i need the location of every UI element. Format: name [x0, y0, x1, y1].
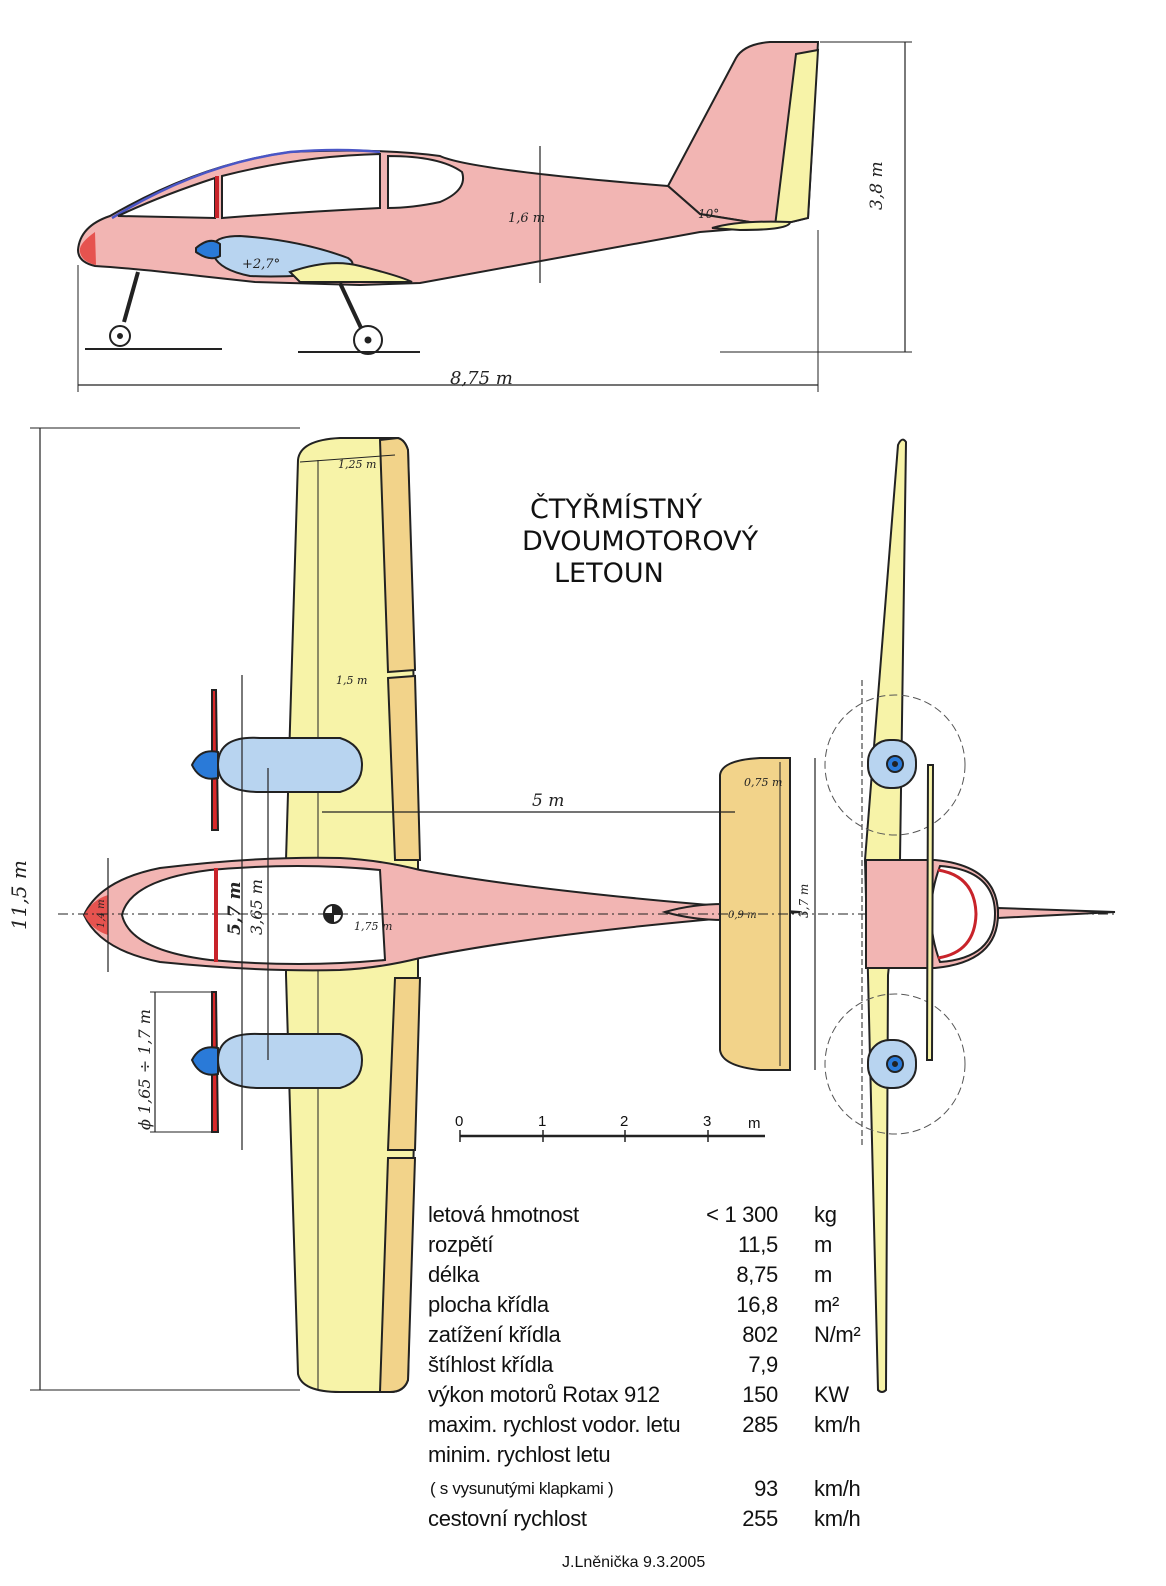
front-prop-disc-upper [824, 694, 966, 836]
top-canopy [120, 865, 387, 965]
title-line-1: ČTYŘMÍSTNÝ [530, 494, 703, 525]
top-spinner-upper [190, 750, 219, 780]
spec-value: 802 [742, 1322, 778, 1347]
side-window-middle [221, 152, 381, 220]
spec-value: 11,5 [738, 1232, 778, 1257]
spec-value: 7,9 [748, 1352, 778, 1377]
cabin-length-label: 3,65 m [247, 879, 266, 935]
spec-label: zatížení křídla [428, 1322, 561, 1347]
specs-table: letová hmotnost < 1 300 kg rozpětí 11,5 … [428, 1200, 898, 1534]
top-aileron-lower [378, 1157, 417, 1393]
spec-unit: m [814, 1262, 833, 1287]
tail-arm-label: 5 m [532, 791, 564, 811]
scale-tick-2: 2 [620, 1113, 628, 1130]
spec-label: plocha křídla [428, 1292, 549, 1317]
front-prop-disc-lower [824, 993, 966, 1135]
span-label: 11,5 m [7, 860, 31, 930]
root-chord-label: 1,5 m [336, 674, 367, 687]
side-nose [79, 232, 96, 265]
title-line-2: DVOUMOTOROVÝ [522, 526, 759, 557]
side-window-front [117, 176, 216, 220]
wing-incidence-label: +2,7° [242, 257, 280, 272]
spec-row: štíhlost křídla 7,9 [428, 1350, 898, 1380]
front-tailplane [997, 906, 1116, 920]
spec-label: štíhlost křídla [428, 1352, 554, 1377]
top-engine-upper [216, 736, 364, 793]
spec-value: 93 [754, 1476, 778, 1501]
cabin-width-label: 1,75 m [354, 920, 392, 933]
top-horizontal-tail [719, 757, 791, 1071]
scale-tick-1: 1 [538, 1113, 546, 1130]
spec-row: plocha křídla 16,8 m² [428, 1290, 898, 1320]
top-view [30, 427, 1118, 1393]
spec-label: výkon motorů Rotax 912 [428, 1382, 660, 1407]
fuselage-tail-label: 0,9 m [728, 910, 757, 921]
spec-label: cestovní rychlost [428, 1506, 587, 1531]
spec-label: ( s vysunutými klapkami ) [430, 1479, 614, 1498]
engine-spacing-label: 5,7 m [225, 882, 245, 935]
fuselage-height-label: 1,6 m [508, 211, 545, 226]
side-length-label: 8,75 m [450, 368, 513, 389]
tail-angle-label: 10° [698, 207, 719, 221]
side-spinner [195, 239, 221, 260]
spec-row: rozpětí 11,5 m [428, 1230, 898, 1260]
spec-row: výkon motorů Rotax 912 150 KW [428, 1380, 898, 1410]
spec-label: maxim. rychlost vodor. letu [428, 1412, 681, 1437]
spec-row: minim. rychlost letu [428, 1440, 898, 1470]
signature: J.Lněnička 9.3.2005 [562, 1554, 706, 1571]
side-height-label: 3,8 m [867, 161, 887, 210]
spec-value: 285 [742, 1412, 778, 1437]
front-view [824, 438, 1116, 1393]
tip-chord-label: 1,25 m [338, 458, 376, 471]
tail-chord-label: 0,75 m [744, 776, 782, 789]
prop-diameter-label: ϕ 1,65 ÷ 1,7 m [135, 1009, 154, 1130]
side-window-rear [387, 154, 464, 210]
spec-value: 16,8 [736, 1292, 778, 1317]
side-canopy-frame [111, 148, 381, 220]
rudder [773, 48, 820, 228]
side-view [76, 41, 912, 392]
nose-width-label: 1,4 m [96, 899, 107, 928]
front-fin [925, 764, 935, 1061]
spec-row: letová hmotnost < 1 300 kg [428, 1200, 898, 1230]
tail-span-label: 3,7 m [797, 884, 811, 918]
spec-unit: km/h [814, 1506, 861, 1531]
side-tailplane [711, 220, 792, 232]
spec-value: 150 [742, 1382, 778, 1407]
scale-unit: m [748, 1115, 761, 1132]
spec-row: maxim. rychlost vodor. letu 285 km/h [428, 1410, 898, 1440]
top-aileron-upper [378, 436, 417, 674]
spec-unit: km/h [814, 1412, 861, 1437]
top-spinner-lower [190, 1046, 219, 1076]
top-flap-lower [386, 977, 422, 1151]
spec-unit: N/m² [814, 1322, 861, 1347]
spec-unit: km/h [814, 1476, 861, 1501]
scale-tick-3: 3 [703, 1113, 711, 1130]
spec-row: ( s vysunutými klapkami ) 93 km/h [428, 1474, 898, 1504]
spec-value: < 1 300 [706, 1202, 778, 1227]
spec-value: 8,75 [736, 1262, 778, 1287]
spec-unit: m² [814, 1292, 840, 1317]
drawing-title: ČTYŘMÍSTNÝ DVOUMOTOROVÝ LETOUN [512, 494, 758, 590]
spec-row: zatížení křídla 802 N/m² [428, 1320, 898, 1350]
top-engine-lower [216, 1032, 364, 1089]
spec-row: délka 8,75 m [428, 1260, 898, 1290]
top-nose [84, 895, 108, 935]
spec-unit: kg [814, 1202, 837, 1227]
spec-unit: KW [814, 1382, 849, 1407]
title-line-3: LETOUN [554, 558, 664, 589]
side-wing-fairing [288, 262, 413, 283]
scale-bar [459, 1130, 765, 1142]
spec-unit: m [814, 1232, 833, 1257]
spec-label: minim. rychlost letu [428, 1442, 611, 1467]
top-flap-upper [386, 674, 422, 861]
scale-tick-0: 0 [455, 1113, 463, 1130]
spec-value: 255 [742, 1506, 778, 1531]
spec-label: rozpětí [428, 1232, 494, 1257]
spec-row: cestovní rychlost 255 km/h [428, 1504, 898, 1534]
spec-label: letová hmotnost [428, 1202, 579, 1227]
spec-label: délka [428, 1262, 480, 1287]
